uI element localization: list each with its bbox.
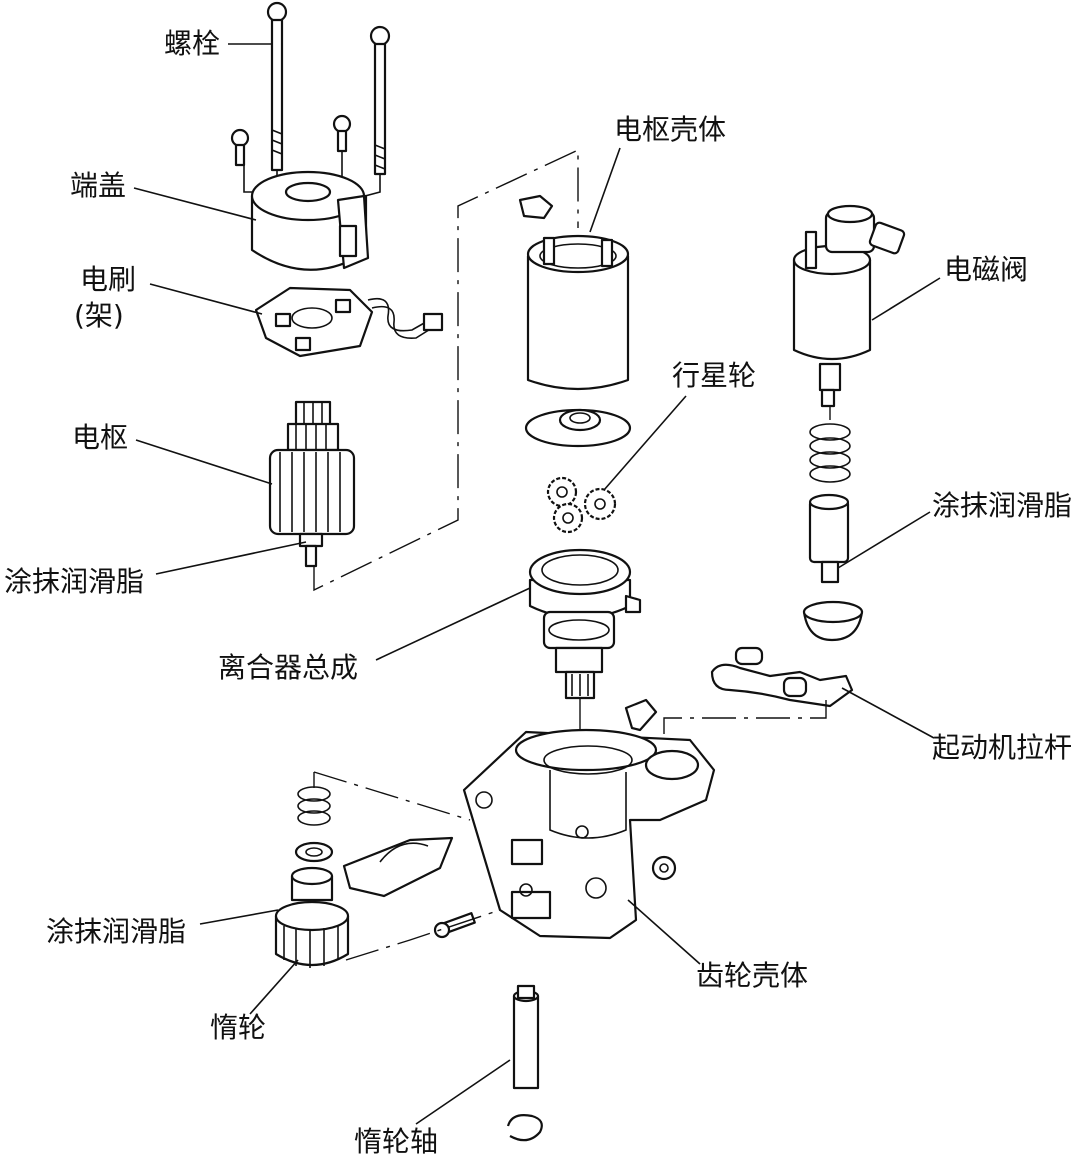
shift-fork xyxy=(342,836,454,898)
thrust-washer xyxy=(524,408,632,448)
label-grease-solenoid: 涂抹润滑脂 xyxy=(932,489,1073,522)
plunger xyxy=(808,493,850,584)
lever-tab xyxy=(624,698,658,732)
short-screw-left xyxy=(230,128,250,167)
label-starter-lever: 起动机拉杆 xyxy=(932,731,1073,764)
solenoid-spring xyxy=(809,423,851,483)
label-brush: 电刷 xyxy=(80,263,137,296)
label-bolt: 螺栓 xyxy=(164,27,221,60)
short-screw-right xyxy=(332,114,352,153)
small-nut xyxy=(651,855,677,881)
label-solenoid-valve: 电磁阀 xyxy=(944,253,1029,286)
idler-shaft xyxy=(512,984,540,1090)
brush-holder xyxy=(254,286,444,358)
long-bolt-left xyxy=(266,1,288,172)
label-end-cover: 端盖 xyxy=(70,169,127,202)
idler-gear xyxy=(274,866,350,968)
starter-lever xyxy=(710,646,854,708)
idler-spring xyxy=(297,786,331,826)
label-idler-shaft: 惰轮轴 xyxy=(354,1125,439,1158)
label-armature: 电枢 xyxy=(72,421,129,454)
armature xyxy=(268,400,356,568)
idler-washer xyxy=(294,841,334,863)
clutch-assembly xyxy=(528,548,642,700)
circlip xyxy=(506,1114,543,1142)
armature-axis-line xyxy=(313,148,579,592)
armature-housing xyxy=(518,194,630,391)
label-brush-holder: (架) xyxy=(74,299,124,332)
label-grease-idler: 涂抹润滑脂 xyxy=(46,915,187,948)
rubber-cap xyxy=(802,600,864,642)
label-planet-gear: 行星轮 xyxy=(672,359,757,392)
solenoid-valve xyxy=(792,204,906,408)
label-clutch-assembly: 离合器总成 xyxy=(218,651,359,684)
gear-housing xyxy=(462,728,716,940)
planet-gears xyxy=(546,476,617,534)
long-bolt-right xyxy=(369,25,391,176)
label-grease-armature: 涂抹润滑脂 xyxy=(4,565,145,598)
label-armature-housing: 电枢壳体 xyxy=(614,113,727,146)
label-gear-housing: 齿轮壳体 xyxy=(696,959,809,992)
end-cover xyxy=(250,170,370,271)
label-idler-gear: 惰轮 xyxy=(210,1011,267,1044)
